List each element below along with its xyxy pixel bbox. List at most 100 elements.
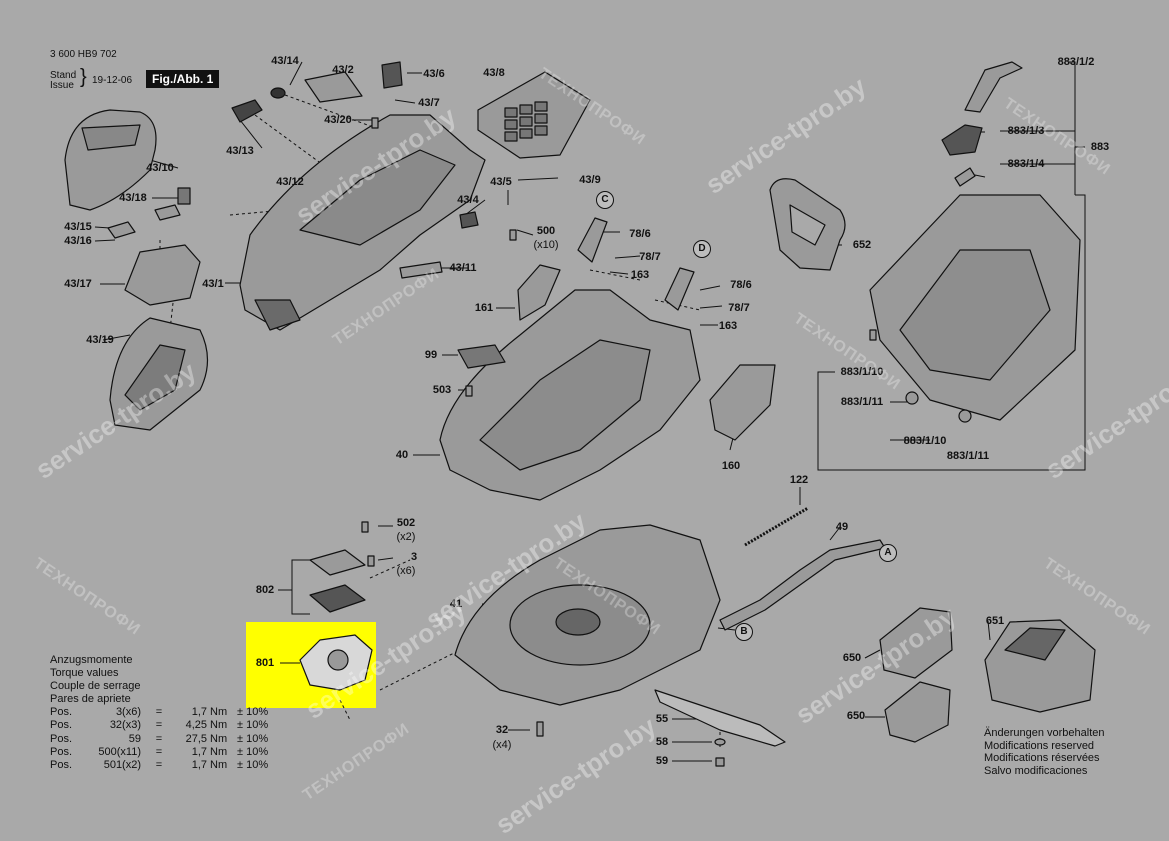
bracket-883-ticks: [1000, 130, 1085, 165]
part-160: [709, 364, 776, 441]
issue-label: Issue: [50, 80, 74, 91]
figure-label: Fig./Abb. 1: [146, 70, 220, 88]
callout-43-4: 43/4: [457, 194, 479, 206]
part-43-18: [154, 204, 181, 221]
torque-values: Anzugsmomente Torque values Couple de se…: [50, 654, 271, 772]
callout-160: 160: [721, 460, 741, 472]
part-43-4: [459, 211, 479, 229]
callout-43-16: 43/16: [64, 235, 92, 247]
callout-43-9: 43/9: [579, 174, 601, 186]
qty-500: (x10): [533, 239, 559, 251]
callout-41: 41: [449, 598, 463, 610]
callout-883-1-11-a: 883/1/11: [840, 396, 884, 408]
part-650-b: [884, 681, 951, 743]
part-883-1-10: [905, 391, 919, 405]
callout-43-8: 43/8: [483, 67, 505, 79]
torque-title-de: Anzugsmomente: [50, 654, 133, 666]
callout-78-6-c: 78/6: [629, 228, 651, 240]
qty-32: (x4): [492, 739, 512, 751]
callout-500: 500: [536, 225, 556, 237]
callout-49: 49: [835, 521, 849, 533]
callout-78-7-d: 78/7: [728, 302, 750, 314]
callout-883-1-10-b: 883/1/10: [903, 435, 947, 447]
stand-label: Stand: [50, 70, 77, 81]
note-fr: Modifications réservées: [984, 752, 1100, 764]
part-32: [536, 721, 544, 737]
callout-652: 652: [852, 239, 872, 251]
callout-883: 883: [1090, 141, 1110, 153]
ref-marker-c: C: [596, 191, 614, 209]
table-row: Pos. 32(x3) = 4,25 Nm ± 10%: [50, 719, 269, 732]
callout-58: 58: [655, 736, 669, 748]
callout-883-1-10-a: 883/1/10: [840, 366, 884, 378]
part-650-a: [879, 607, 953, 679]
part-883-1-2: [964, 61, 1023, 113]
callout-99: 99: [424, 349, 438, 361]
note-es: Salvo modificaciones: [984, 764, 1088, 777]
table-row: Pos. 500(x11) = 1,7 Nm ± 10%: [50, 745, 269, 758]
callout-43-20: 43/20: [324, 114, 352, 126]
callout-502: 502: [396, 517, 416, 529]
modification-notes: Änderungen vorbehalten Modifications res…: [984, 727, 1104, 777]
callout-43-18: 43/18: [119, 192, 147, 204]
callout-78-6-d: 78/6: [730, 279, 752, 291]
callout-883-1-4: 883/1/4: [1007, 158, 1045, 170]
callout-43-6: 43/6: [423, 68, 445, 80]
callout-163-d: 163: [718, 320, 738, 332]
callout-883-1-11-b: 883/1/11: [946, 450, 990, 462]
part-43-6: [381, 61, 403, 89]
callout-161: 161: [474, 302, 494, 314]
callout-503: 503: [432, 384, 452, 396]
callout-43-12: 43/12: [276, 176, 304, 188]
part-55: [654, 689, 786, 747]
callout-163-c: 163: [630, 269, 650, 281]
table-row: Pos. 3(x6) = 1,7 Nm ± 10%: [50, 706, 269, 718]
part-58: [714, 738, 726, 746]
part-43-14: [270, 87, 286, 99]
callout-883-1-2: 883/1/2: [1057, 56, 1095, 68]
callout-883-1-3: 883/1/3: [1007, 125, 1045, 137]
part-43-2: [304, 71, 363, 103]
callout-43-10: 43/10: [146, 162, 174, 174]
bracket-802: [284, 559, 312, 615]
torque-title-fr: Couple de serrage: [50, 680, 141, 692]
issue-date: 19-12-06: [92, 75, 133, 86]
torque-title-en: Torque values: [50, 667, 119, 679]
ref-marker-a: A: [879, 544, 897, 562]
ref-marker-b: B: [735, 623, 753, 641]
callout-650-b: 650: [846, 710, 866, 722]
callout-43-15: 43/15: [64, 221, 92, 233]
qty-502: (x2): [396, 531, 416, 543]
part-78-6-d: [664, 267, 695, 311]
bracket-883-frame: [817, 194, 1086, 471]
part-883-1-3: [941, 124, 983, 156]
bracket-883-upper: [1068, 61, 1076, 195]
callout-802: 802: [255, 584, 275, 596]
part-43-17: [124, 244, 201, 306]
callout-650-a: 650: [842, 652, 862, 664]
part-161: [517, 264, 561, 321]
part-78-6-c: [577, 217, 608, 263]
part-43-15: [107, 221, 136, 239]
callout-43-2: 43/2: [332, 64, 354, 76]
callout-43-7: 43/7: [418, 97, 440, 109]
part-802-cover: [309, 549, 366, 576]
table-row: Pos. 59 = 27,5 Nm ± 10%: [50, 732, 269, 745]
callout-43-19: 43/19: [86, 334, 114, 346]
doc-number: 3 600 HB9 702: [50, 49, 117, 60]
part-59: [715, 757, 725, 767]
callout-78-7-c: 78/7: [639, 251, 661, 263]
callout-122: 122: [789, 474, 809, 486]
note-de: Änderungen vorbehalten: [984, 727, 1105, 739]
brace-icon: }: [80, 66, 87, 88]
part-43-11: [399, 261, 443, 279]
torque-title-es: Pares de apriete: [50, 693, 131, 705]
callout-59: 59: [655, 755, 669, 767]
callout-43-1: 43/1: [202, 278, 224, 290]
callout-40: 40: [395, 449, 409, 461]
callout-55: 55: [655, 713, 669, 725]
qty-3: (x6): [396, 565, 416, 577]
part-99: [457, 344, 506, 369]
